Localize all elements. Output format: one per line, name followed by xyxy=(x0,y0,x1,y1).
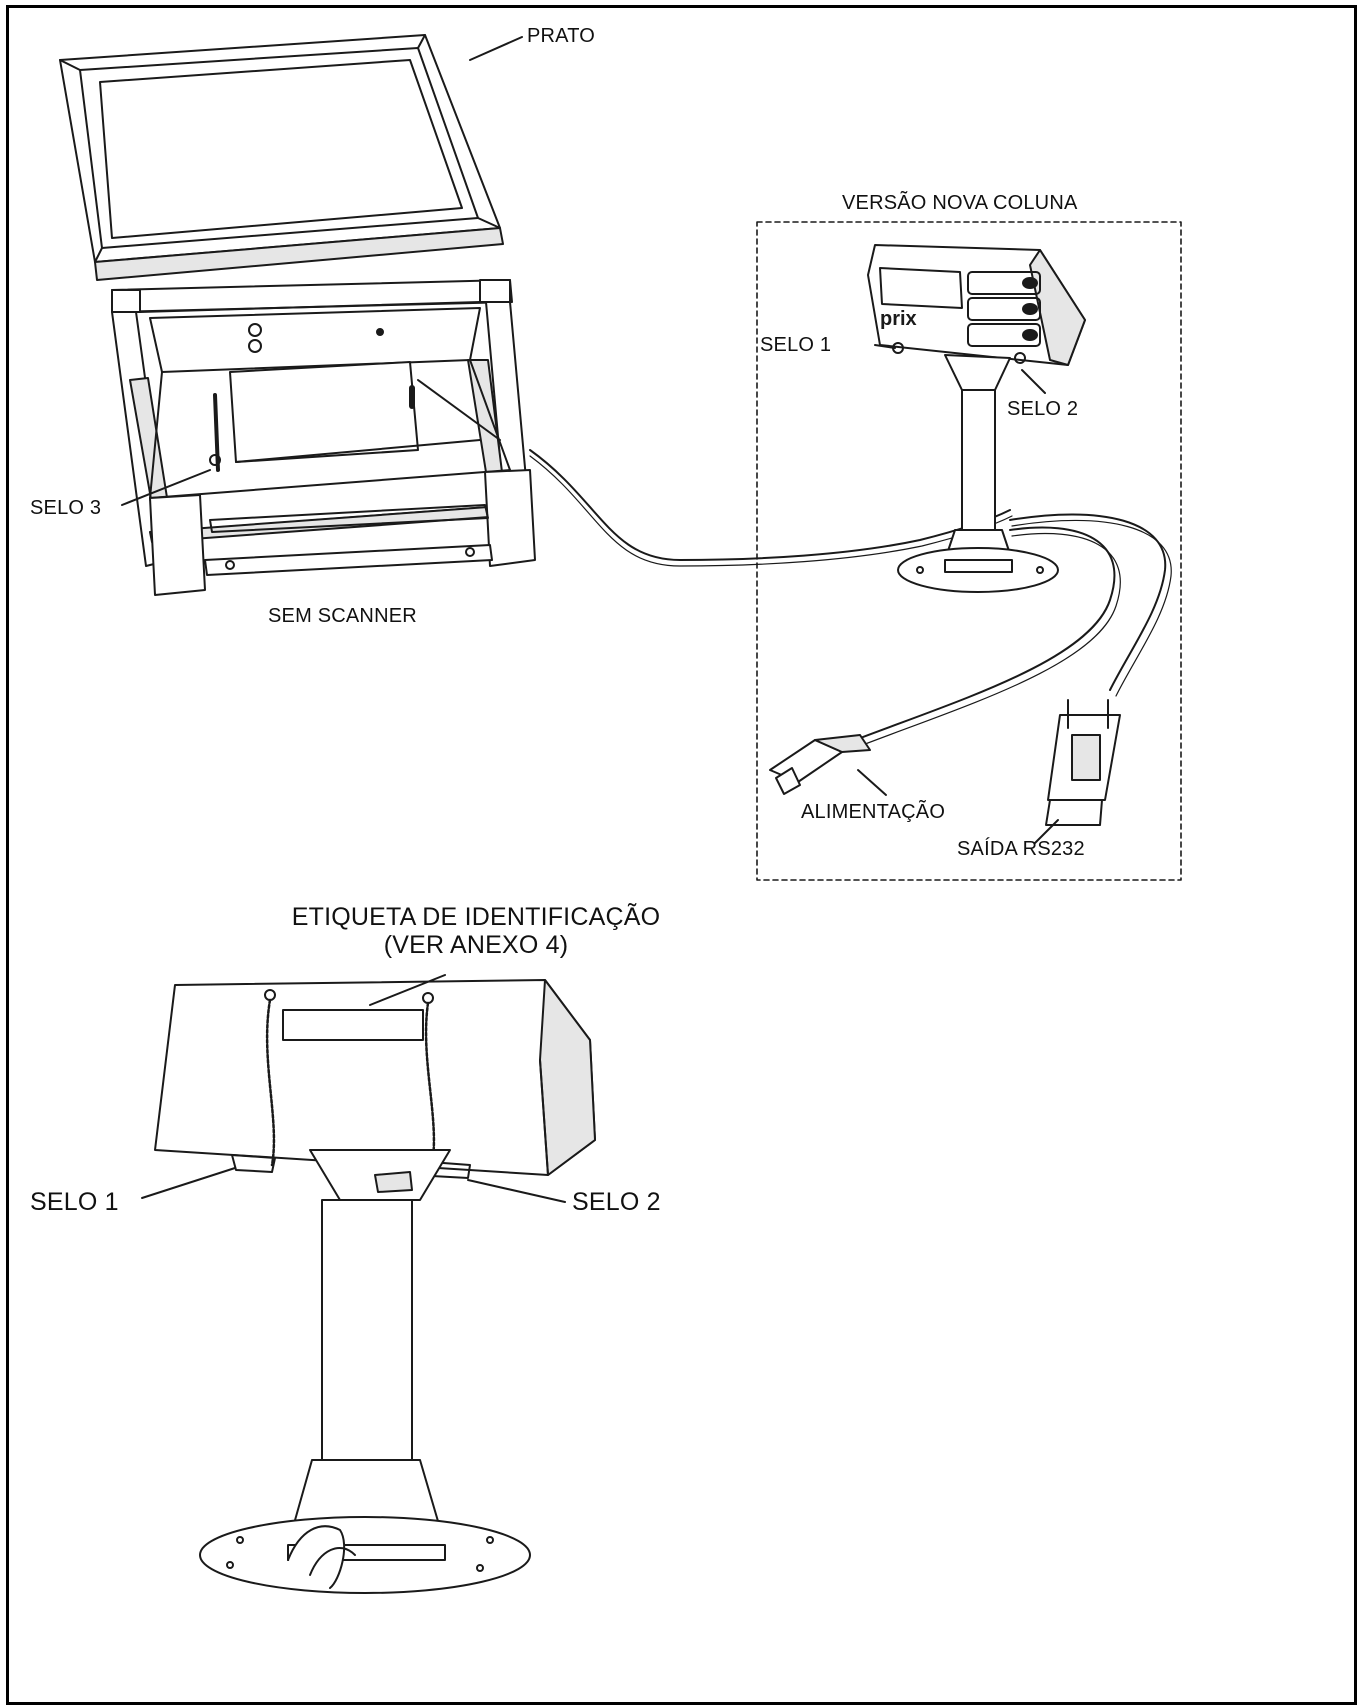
selo-1-bottom-leader xyxy=(141,1167,236,1199)
scale-frame xyxy=(111,279,536,596)
selo-2-bottom-leader xyxy=(467,1179,566,1203)
etiqueta-leader xyxy=(369,974,446,1006)
label-selo-1-bottom: SELO 1 xyxy=(30,1188,119,1216)
scale-cable xyxy=(529,449,1011,561)
selo-3-leader xyxy=(121,469,211,506)
display-head-small xyxy=(867,244,1086,366)
label-selo-2-top: SELO 2 xyxy=(1007,398,1079,420)
rs232-cable xyxy=(1009,513,1167,691)
label-selo-3: SELO 3 xyxy=(30,497,102,519)
saida-rs232-leader xyxy=(1034,819,1059,844)
label-saida-rs232: SAÍDA RS232 xyxy=(957,838,1085,860)
alimentacao-leader xyxy=(857,769,887,796)
column-large xyxy=(199,1149,531,1594)
label-versao-nova-coluna: VERSÃO NOVA COLUNA xyxy=(842,192,1078,214)
label-etiqueta-line2: (VER ANEXO 4) xyxy=(383,931,569,959)
selo-1-top-leader xyxy=(874,344,896,349)
column-small xyxy=(897,354,1059,593)
identification-label-area xyxy=(282,1009,424,1041)
nova-coluna-box xyxy=(756,221,1182,881)
power-cable xyxy=(854,526,1116,741)
label-alimentacao: ALIMENTAÇÃO xyxy=(801,801,946,823)
label-sem-scanner: SEM SCANNER xyxy=(268,605,417,627)
display-head-large xyxy=(154,979,596,1179)
label-selo-2-bottom: SELO 2 xyxy=(572,1188,661,1216)
prato-leader xyxy=(469,36,523,61)
label-prato: PRATO xyxy=(527,25,596,47)
device-logo: prix xyxy=(880,308,917,330)
label-etiqueta-line1: ETIQUETA DE IDENTIFICAÇÃO xyxy=(291,903,661,931)
usb-plug xyxy=(769,734,871,795)
label-selo-1-top: SELO 1 xyxy=(760,334,832,356)
selo-2-top-leader xyxy=(1021,369,1046,394)
db9-connector xyxy=(1045,699,1121,826)
weighing-pan xyxy=(59,34,504,281)
